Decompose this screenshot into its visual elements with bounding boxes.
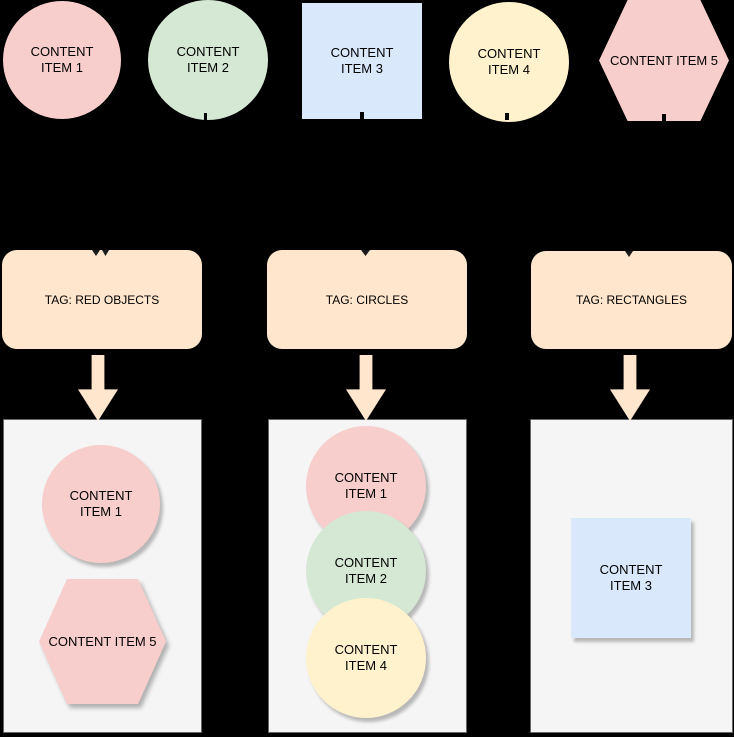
bin-rectangles: CONTENT ITEM 3	[530, 419, 733, 733]
down-arrow-icon	[78, 355, 118, 421]
bin-red-objects-item-1: CONTENT ITEM 1	[42, 445, 160, 563]
tag-red-objects-label: TAG: RED OBJECTS	[44, 292, 160, 307]
bin-red-objects-item-5: CONTENT ITEM 5	[39, 579, 166, 704]
content-item-1-circle: CONTENT ITEM 1	[3, 1, 121, 119]
connector-stub	[360, 112, 364, 119]
connector-arrowhead-icon	[625, 251, 633, 257]
bin-item-hexagon-fill: CONTENT ITEM 5	[39, 579, 166, 704]
connector-stub	[662, 114, 666, 122]
bin-item-label: CONTENT ITEM 3	[599, 562, 663, 593]
tag-red-objects: TAG: RED OBJECTS	[2, 250, 202, 349]
bin-circles: CONTENT ITEM 1 CONTENT ITEM 2 CONTENT IT…	[268, 419, 467, 733]
bin-circles-item-2: CONTENT ITEM 2	[306, 511, 426, 631]
bin-circles-item-4: CONTENT ITEM 4	[306, 598, 426, 718]
tag-circles: TAG: CIRCLES	[267, 250, 467, 349]
content-item-4-label: CONTENT ITEM 4	[477, 46, 541, 77]
content-item-4-circle: CONTENT ITEM 4	[449, 2, 569, 122]
content-item-1-label: CONTENT ITEM 1	[30, 44, 94, 75]
bin-item-label: CONTENT ITEM 1	[334, 470, 398, 501]
content-item-5-hexagon-fill: CONTENT ITEM 5	[599, 0, 729, 121]
connector-stub	[0, 47, 3, 54]
bin-red-objects: CONTENT ITEM 1 CONTENT ITEM 5	[3, 419, 202, 733]
bin-item-label: CONTENT ITEM 1	[69, 488, 133, 519]
bin-item-label: CONTENT ITEM 4	[334, 642, 398, 673]
connector-arrowhead-icon	[102, 250, 109, 256]
content-item-5-label: CONTENT ITEM 5	[609, 52, 719, 68]
content-item-3-label: CONTENT ITEM 3	[330, 45, 394, 76]
content-item-2-label: CONTENT ITEM 2	[176, 44, 240, 75]
bin-item-label: CONTENT ITEM 5	[48, 633, 157, 649]
connector-arrowhead-icon	[92, 250, 100, 256]
content-item-5-hexagon: CONTENT ITEM 5	[599, 0, 729, 121]
tag-rectangles: TAG: RECTANGLES	[531, 251, 732, 349]
down-arrow-icon	[610, 355, 650, 421]
connector-arrowhead-icon	[361, 250, 370, 256]
tag-circles-label: TAG: CIRCLES	[325, 292, 409, 307]
bin-rectangles-item-3: CONTENT ITEM 3	[571, 518, 691, 638]
tag-rectangles-label: TAG: RECTANGLES	[576, 293, 687, 307]
down-arrow-icon	[346, 355, 386, 421]
bin-item-label: CONTENT ITEM 2	[334, 555, 398, 586]
content-item-3-square: CONTENT ITEM 3	[302, 3, 422, 119]
connector-stub	[204, 113, 207, 120]
connector-stub	[505, 113, 509, 120]
content-item-2-circle: CONTENT ITEM 2	[148, 0, 268, 120]
